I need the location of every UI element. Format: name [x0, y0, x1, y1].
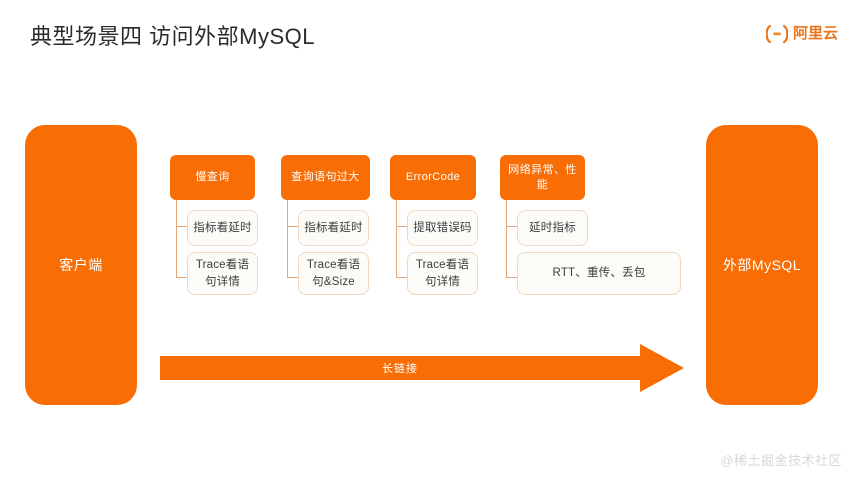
- long-connection-arrow-label: 长链接: [382, 363, 418, 375]
- tree-leaf-card: Trace看语句详情: [407, 252, 478, 295]
- tree-leaf-card: 延时指标: [517, 210, 588, 246]
- brand-name: 阿里云: [792, 25, 838, 42]
- tree-column-header: 查询语句过大: [281, 155, 370, 200]
- tree-leaf-card: Trace看语句&Size: [298, 252, 369, 295]
- tree-leaf-card: 指标看延时: [187, 210, 258, 246]
- tree-leaf-card: Trace看语句详情: [187, 252, 258, 295]
- watermark: @稀土掘金技术社区: [720, 453, 842, 468]
- tree-leaf-label: RTT、重传、丢包: [552, 267, 646, 279]
- tree-leaf-label: Trace看语句&Size: [306, 258, 361, 288]
- tree-connector: [176, 200, 187, 278]
- tree-connector: [287, 200, 298, 278]
- tree-column-header: ErrorCode: [390, 155, 476, 200]
- endpoint-client-label: 客户端: [59, 257, 103, 273]
- endpoint-external-mysql: 外部MySQL: [706, 125, 818, 405]
- scenario-tree: 慢查询 指标看延时 Trace看语句详情 查询语句过大 指标看延时 Trace看…: [160, 155, 690, 330]
- tree-column-header: 网络异常、性能: [500, 155, 585, 200]
- long-connection-arrow: 长链接: [160, 344, 684, 392]
- endpoint-client: 客户端: [25, 125, 137, 405]
- tree-leaf-card: 提取错误码: [407, 210, 478, 246]
- tree-leaf-label: Trace看语句详情: [195, 258, 250, 288]
- tree-leaf-label: 提取错误码: [413, 221, 472, 234]
- tree-leaf-card: RTT、重传、丢包: [517, 252, 681, 295]
- tree-leaf-label: 指标看延时: [193, 221, 252, 234]
- tree-leaf-label: 延时指标: [529, 221, 576, 234]
- endpoint-external-mysql-label: 外部MySQL: [722, 257, 802, 273]
- tree-connector: [506, 200, 517, 278]
- brand-logo: 阿里云: [765, 24, 838, 44]
- tree-leaf-card: 指标看延时: [298, 210, 369, 246]
- tree-column-header: 慢查询: [170, 155, 255, 200]
- tree-leaf-label: Trace看语句详情: [415, 258, 470, 288]
- tree-connector: [396, 200, 407, 278]
- alibaba-cloud-logo-icon: [765, 24, 789, 44]
- page-title: 典型场景四 访问外部MySQL: [30, 24, 315, 49]
- tree-leaf-label: 指标看延时: [304, 221, 363, 234]
